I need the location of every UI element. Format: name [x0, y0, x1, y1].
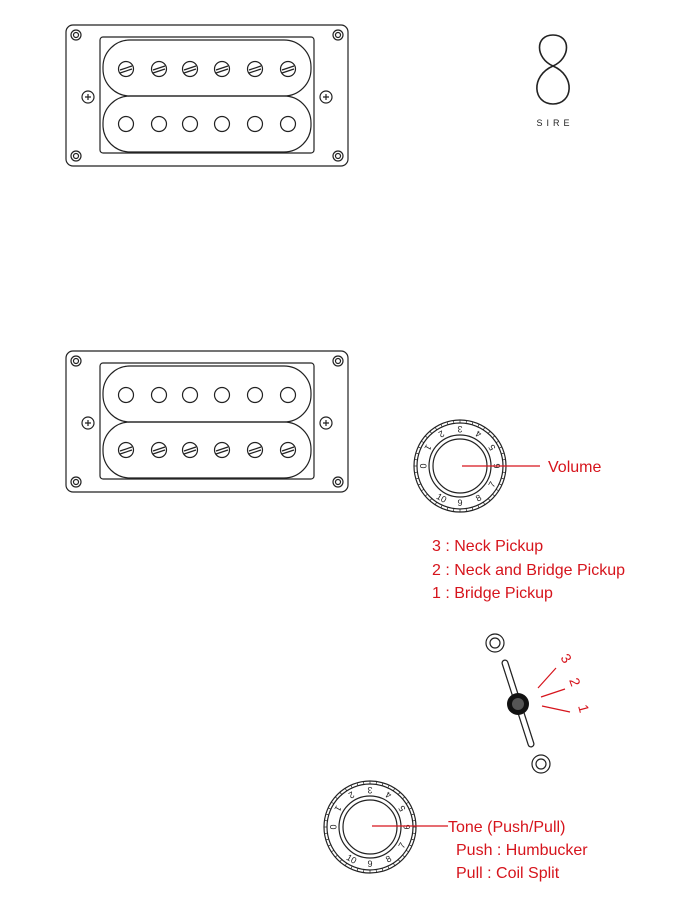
pickup-selector-switch[interactable]: 3 2 1: [485, 633, 593, 774]
tone-dial-number: 5: [396, 804, 407, 813]
switch-position-2: 2: [566, 676, 584, 689]
tone-dial-number: 1: [332, 804, 343, 813]
pickup-coil-top: [102, 365, 312, 423]
tone-cap: [342, 799, 398, 855]
switch-position-3: 3: [558, 651, 576, 667]
volume-dial-number: 10: [435, 491, 449, 505]
pole-screw: [279, 60, 297, 78]
tone-dial-number: 9: [367, 859, 372, 869]
pole-piece: [150, 115, 168, 133]
tone-dial-number: 7: [396, 841, 407, 850]
switch-legend-3: 3 : Neck Pickup: [432, 538, 543, 555]
sire-logo: SIRE: [536, 34, 573, 128]
switch-legend-1: 1 : Bridge Pickup: [432, 585, 553, 602]
pickup-coil-bottom: [102, 95, 312, 153]
height-screw-icon: [319, 90, 333, 104]
tone-dial-number: 2: [347, 789, 356, 800]
mounting-hole: [332, 29, 344, 41]
mounting-hole: [332, 150, 344, 162]
tone-dial-number: 0: [328, 824, 338, 829]
switch-position-1: 1: [575, 703, 593, 715]
pickup-ring-inner: [99, 362, 315, 480]
pole-screw: [181, 60, 199, 78]
mounting-hole: [70, 29, 82, 41]
pole-piece: [279, 386, 297, 404]
tone-pull-label: Pull : Coil Split: [456, 865, 560, 882]
volume-dial-number: 8: [474, 492, 483, 503]
pole-screw: [213, 441, 231, 459]
pole-screw: [279, 441, 297, 459]
volume-dial-number: 1: [422, 443, 433, 452]
height-screw-icon: [81, 416, 95, 430]
pole-piece: [246, 115, 264, 133]
tone-knob[interactable]: 0 12 3 45 6 78 9 10: [323, 780, 417, 874]
mounting-hole: [70, 355, 82, 367]
pole-piece: [150, 386, 168, 404]
tone-dial-number: 3: [367, 785, 372, 795]
tone-label: Tone (Push/Pull): [448, 819, 565, 836]
volume-dial-number: 5: [486, 443, 497, 452]
pole-screw: [181, 441, 199, 459]
pickup-mounting-ring: [65, 350, 349, 493]
switch-legend-2: 2 : Neck and Bridge Pickup: [432, 562, 625, 579]
pole-piece: [213, 386, 231, 404]
volume-dial-number: 4: [474, 428, 483, 439]
logo-text: SIRE: [536, 118, 573, 128]
tone-dial-number: 10: [345, 852, 359, 866]
volume-dial-number: 9: [457, 498, 462, 508]
volume-label: Volume: [548, 459, 601, 476]
pole-screw: [246, 441, 264, 459]
volume-dial-number: 7: [486, 480, 497, 489]
pole-piece: [117, 386, 135, 404]
pole-piece: [279, 115, 297, 133]
pole-piece: [117, 115, 135, 133]
pole-screw: [117, 60, 135, 78]
pole-piece: [213, 115, 231, 133]
tone-dial-number: 4: [384, 789, 393, 800]
pole-screw: [150, 60, 168, 78]
tone-dial-number: 8: [384, 853, 393, 864]
volume-dial-number: 3: [457, 424, 462, 434]
mounting-hole: [70, 150, 82, 162]
volume-dial-number: 2: [437, 428, 446, 439]
pole-piece: [246, 386, 264, 404]
pole-screw: [117, 441, 135, 459]
pole-screw: [213, 60, 231, 78]
pole-screw: [150, 441, 168, 459]
neck-pickup: [65, 24, 349, 167]
pickup-ring-inner: [99, 36, 315, 154]
mounting-hole: [332, 476, 344, 488]
pickup-mounting-ring: [65, 24, 349, 167]
volume-dial-number: 0: [418, 463, 428, 468]
bridge-pickup: [65, 350, 349, 493]
mounting-hole: [332, 355, 344, 367]
height-screw-icon: [319, 416, 333, 430]
pickup-coil-top: [102, 39, 312, 97]
tone-push-label: Push : Humbucker: [456, 842, 588, 859]
tone-dial-number: 6: [402, 824, 412, 829]
pole-piece: [181, 115, 199, 133]
pole-piece: [181, 386, 199, 404]
mounting-hole: [70, 476, 82, 488]
pickup-coil-bottom: [102, 421, 312, 479]
height-screw-icon: [81, 90, 95, 104]
pole-screw: [246, 60, 264, 78]
